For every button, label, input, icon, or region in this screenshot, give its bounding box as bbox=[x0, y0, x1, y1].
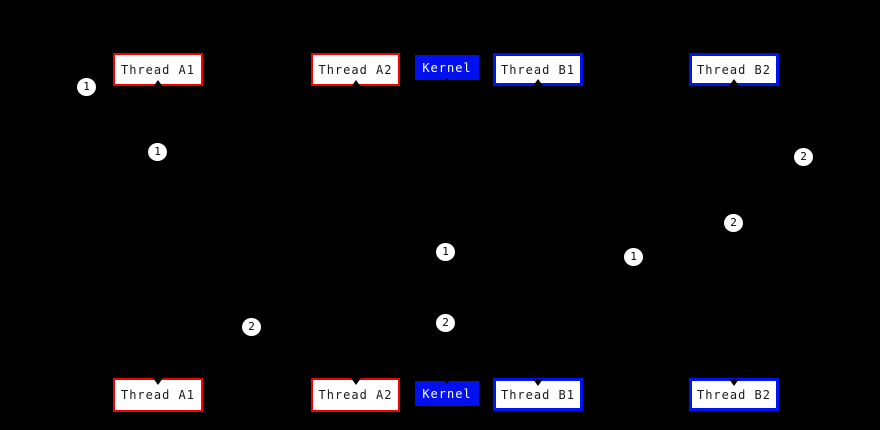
arrowhead-icon bbox=[350, 80, 361, 87]
arrowhead-icon bbox=[729, 379, 739, 386]
arrowhead-icon bbox=[729, 79, 739, 86]
step-circle: 2 bbox=[242, 318, 261, 336]
thread-a2-top-label: Thread A2 bbox=[318, 62, 393, 77]
thread-a1-top-label: Thread A1 bbox=[120, 62, 196, 77]
thread-a2-box-top: Thread A2 bbox=[311, 53, 400, 87]
step-circle: 1 bbox=[148, 143, 167, 161]
thread-a2-box-bottom: Thread A2 bbox=[311, 378, 400, 412]
thread-b2-box-bottom: Thread B2 bbox=[689, 378, 779, 411]
arrowhead-icon bbox=[153, 80, 163, 87]
arrowhead-icon bbox=[533, 79, 543, 86]
thread-b2-bottom-label: Thread B2 bbox=[696, 387, 772, 402]
thread-b1-bottom-label: Thread B1 bbox=[500, 387, 576, 402]
step-circle: 2 bbox=[794, 148, 813, 166]
step-circle: 2 bbox=[436, 314, 455, 332]
step-circle: 1 bbox=[77, 78, 96, 96]
arrowhead-icon bbox=[444, 78, 450, 82]
thread-b1-top-label: Thread B1 bbox=[500, 62, 576, 77]
thread-a1-box-top: Thread A1 bbox=[113, 53, 203, 87]
thread-b2-box-top: Thread B2 bbox=[689, 53, 779, 86]
kernel-bottom-label: Kernel bbox=[422, 386, 472, 401]
thread-a1-box-bottom: Thread A1 bbox=[113, 378, 203, 412]
arrowhead-icon bbox=[350, 378, 361, 385]
arrowhead-icon bbox=[533, 379, 543, 386]
thread-a1-bottom-label: Thread A1 bbox=[120, 388, 196, 402]
thread-b1-box-bottom: Thread B1 bbox=[493, 378, 583, 411]
step-circle: 1 bbox=[436, 243, 455, 261]
step-circle: 1 bbox=[624, 248, 643, 266]
arrowhead-icon bbox=[444, 380, 450, 384]
step-circle: 2 bbox=[724, 214, 743, 232]
kernel-box-bottom: Kernel bbox=[415, 380, 479, 406]
thread-b2-top-label: Thread B2 bbox=[696, 62, 772, 77]
thread-b1-box-top: Thread B1 bbox=[493, 53, 583, 86]
kernel-top-label: Kernel bbox=[422, 60, 472, 75]
thread-a2-bottom-label: Thread A2 bbox=[318, 388, 393, 402]
arrowhead-icon bbox=[153, 378, 163, 385]
kernel-box-top: Kernel bbox=[415, 55, 479, 82]
